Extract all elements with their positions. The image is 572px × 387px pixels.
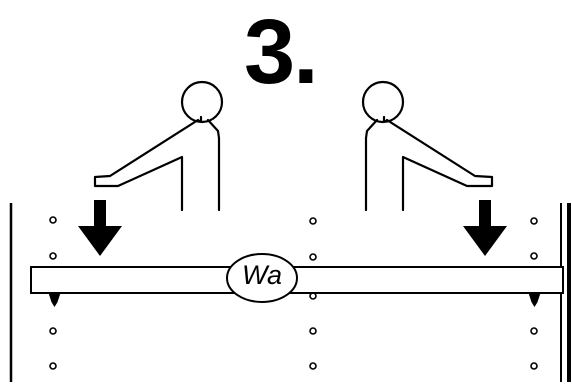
hole-icon [49, 362, 57, 370]
right-peg-icon [528, 292, 541, 307]
drill-holes [49, 216, 538, 370]
left-person-icon [93, 80, 224, 212]
hole-icon [530, 252, 538, 260]
left-down-arrow-icon [78, 200, 122, 256]
hole-icon [530, 362, 538, 370]
step-number: 3. [244, 1, 319, 103]
hole-icon [309, 362, 317, 370]
part-label-oval [226, 253, 298, 303]
right-person-icon [361, 80, 494, 212]
hole-icon [309, 217, 317, 225]
shelf-support-pegs [48, 292, 541, 307]
hole-icon [309, 253, 317, 261]
hole-icon [49, 252, 57, 260]
left-peg-icon [48, 292, 61, 307]
hole-icon [530, 217, 538, 225]
hole-icon [49, 327, 57, 335]
hole-icon [309, 327, 317, 335]
hole-icon [49, 216, 57, 224]
right-down-arrow-icon [463, 200, 507, 256]
down-arrows [78, 200, 507, 256]
hole-icon [530, 327, 538, 335]
part-label: Wa [241, 260, 282, 290]
